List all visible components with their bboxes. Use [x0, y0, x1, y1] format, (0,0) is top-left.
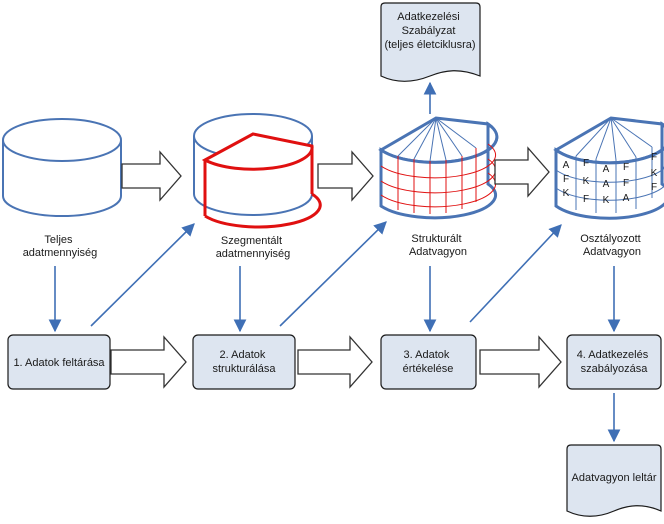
adatvagyon-leltar-label: Adatvagyon leltár [572, 472, 657, 484]
grid-cell: A [623, 193, 630, 204]
adatkezelesi-szabalyzat-document-icon [380, 2, 481, 82]
flow-arrow-icon [90, 223, 195, 327]
block-arrow-right-icon [121, 150, 182, 202]
strukturalt-adatvagyon-label: Strukturált Adatvagyon [409, 233, 467, 258]
osztalyozott-adatvagyon-label: Osztályozott Adatvagyon [580, 233, 644, 258]
step-4-box: 4. Adatkezelés szabályozása [566, 334, 662, 390]
grid-cell: F [623, 162, 629, 173]
flow-arrow-icon [279, 221, 387, 327]
grid-cell: A [563, 160, 570, 171]
osztalyozott-adatvagyon-cylinder-icon: A F A F F F K A F K K F K A F [553, 116, 664, 220]
step-2-label: 2. Adatok strukturálása [213, 349, 277, 375]
grid-cell: K [563, 188, 570, 199]
block-arrow-right-icon [110, 335, 187, 389]
adatkezelesi-szabalyzat-label: Adatkezelési Szabályzat (teljes életcikl… [384, 11, 475, 51]
flow-arrow-icon [469, 224, 562, 323]
grid-cell: F [583, 158, 589, 169]
grid-cell: F [651, 152, 657, 163]
block-arrow-right-icon [479, 335, 562, 389]
grid-cell: A [603, 179, 610, 190]
szegmentalt-adatmennyiseg-label: Szegmentált adatmennyiség [216, 235, 291, 260]
step-1-box: 1. Adatok feltárása [7, 334, 111, 390]
grid-cell: F [563, 174, 569, 185]
step-1-label: 1. Adatok feltárása [13, 357, 105, 369]
adatvagyon-leltar-document-icon [566, 444, 662, 517]
grid-cell: A [603, 164, 610, 175]
teljes-adatmennyiseg-cylinder-icon [2, 118, 122, 217]
grid-cell: F [623, 178, 629, 189]
grid-cell: K [603, 195, 610, 206]
svg-text:1. Adatok feltárása: 1. Adatok feltárása [13, 357, 105, 369]
block-arrow-right-icon [297, 335, 373, 389]
step-4-label: 4. Adatkezelés szabályozása [577, 349, 652, 375]
step-2-box: 2. Adatok strukturálása [192, 334, 296, 390]
step-3-label: 3. Adatok értékelése [403, 349, 454, 375]
grid-cell: K [583, 176, 590, 187]
grid-cell: F [651, 182, 657, 193]
strukturalt-adatvagyon-cylinder-icon [378, 116, 499, 220]
teljes-adatmennyiseg-label: Teljes adatmennyiség [23, 234, 98, 259]
step-3-box: 3. Adatok értékelése [380, 334, 477, 390]
grid-cell: F [583, 194, 589, 205]
block-arrow-right-icon [494, 146, 550, 198]
grid-cell: K [651, 168, 658, 179]
block-arrow-right-icon [317, 150, 374, 202]
szegmentalt-adatmennyiseg-cylinder-icon [193, 113, 322, 229]
